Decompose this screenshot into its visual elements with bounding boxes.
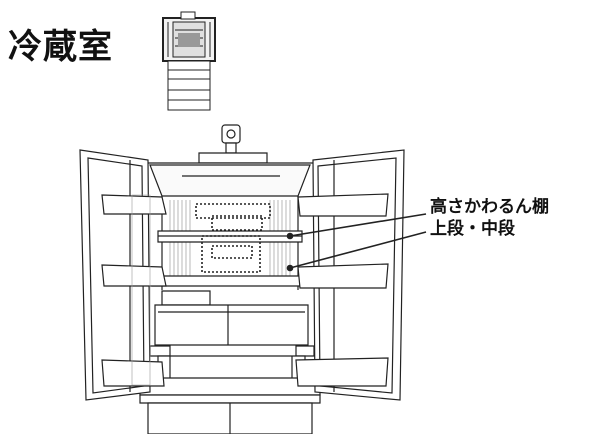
fridge-base (140, 395, 320, 434)
top-control-unit (199, 125, 267, 163)
shelf-callout-label: 高さかわるん棚 上段・中段 (430, 196, 549, 240)
lower-compartment (150, 291, 314, 378)
adjustable-shelf-highlights (196, 204, 270, 272)
callout-line-2: 上段・中段 (430, 219, 515, 239)
fridge-open-view (80, 125, 404, 434)
callout-lines (288, 214, 427, 271)
fridge-thumbnail-icon (163, 12, 215, 110)
left-door (80, 150, 166, 400)
right-door (296, 150, 404, 400)
section-title: 冷蔵室 (8, 27, 113, 67)
callout-line-1: 高さかわるん棚 (430, 197, 549, 217)
